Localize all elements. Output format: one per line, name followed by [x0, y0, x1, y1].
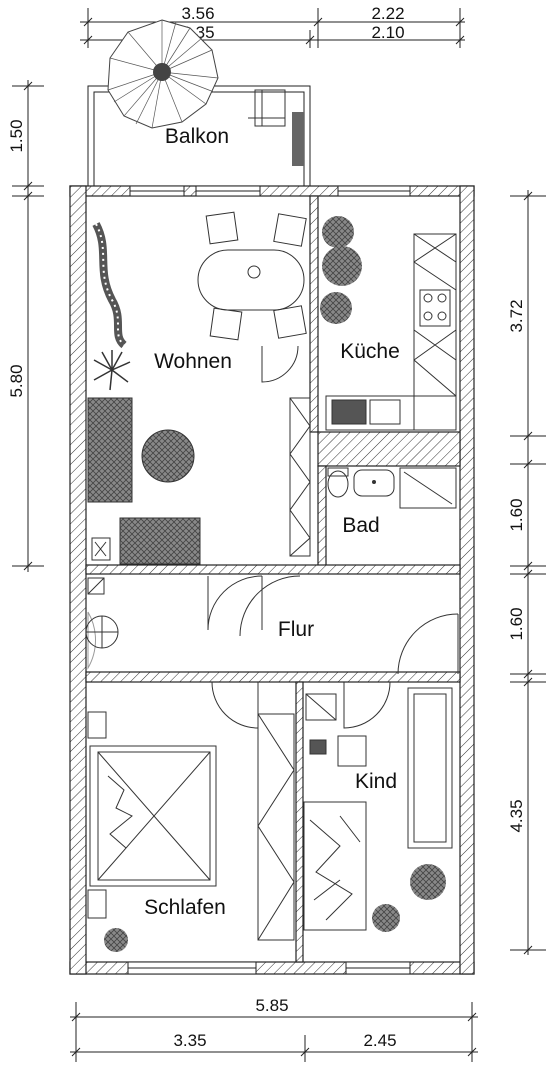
dim-right-kind: 4.35: [507, 799, 526, 832]
room-label-balkon: Balkon: [165, 125, 229, 148]
room-label-flur: Flur: [278, 618, 314, 641]
right-dimensions: 3.72 1.60 1.60 4.35: [507, 190, 546, 955]
dim-bottom-left: 3.35: [173, 1031, 206, 1050]
armchair-icon: [119, 517, 201, 565]
balkon-planter-icon: [292, 112, 304, 166]
balkon-plant-icon: [107, 19, 219, 129]
wohnen-area: Wohnen: [87, 211, 311, 565]
dim-bottom-total: 5.85: [255, 996, 288, 1015]
dim-top-inner-right: 2.10: [371, 23, 404, 42]
sink-icon: [331, 399, 401, 425]
window-schlafen: [127, 961, 257, 975]
room-label-wohnen: Wohnen: [154, 350, 232, 373]
kitchen-chair-icon: [320, 216, 362, 324]
walls: [69, 185, 475, 975]
desk-chair-icon: [309, 735, 367, 767]
bad-area: Bad: [327, 467, 457, 537]
nightstand-icon: [87, 711, 107, 919]
dim-left-wohnen: 5.80: [7, 364, 26, 397]
child-bed-icon: [303, 801, 367, 931]
dim-bottom-right: 2.45: [363, 1031, 396, 1050]
washbasin-icon: [353, 469, 395, 497]
dim-right-flur: 1.60: [507, 607, 526, 640]
balkon-area: Balkon: [87, 19, 311, 187]
kitchen-counter-icon: [325, 233, 457, 431]
dim-top-outer-right: 2.22: [371, 4, 404, 23]
window-wohnen-1: [129, 185, 185, 197]
curved-shelf-icon: [92, 222, 127, 349]
dim-left-balkon: 1.50: [7, 119, 26, 152]
coat-rack-icon: [85, 615, 119, 649]
sofa-icon: [87, 397, 133, 503]
schlafen-area: Schlafen: [87, 711, 295, 952]
kind-shelf-icon: [407, 687, 453, 849]
room-label-kueche: Küche: [340, 340, 400, 363]
left-dimensions: 1.50 5.80: [7, 80, 44, 572]
side-table-icon: [91, 537, 111, 561]
wardrobe-icon: [257, 713, 295, 941]
window-kind: [345, 961, 411, 975]
windows: [127, 185, 411, 975]
schlafen-plant-icon: [104, 928, 128, 952]
bed-icon: [89, 745, 217, 887]
doors: [87, 345, 459, 729]
shower-icon: [399, 467, 457, 509]
kind-area: Kind: [303, 687, 453, 932]
window-kueche: [337, 185, 411, 197]
kueche-area: Küche: [320, 216, 457, 431]
stove-icon: [419, 289, 451, 327]
kind-plant-icon: [372, 864, 446, 932]
flur-area: Flur: [85, 577, 314, 649]
rug-icon: [141, 429, 195, 483]
toilet-icon: [327, 467, 349, 498]
flur-cabinet-icon: [87, 577, 105, 595]
wohnen-cabinet-icon: [289, 397, 311, 557]
window-wohnen-2: [195, 185, 261, 197]
room-label-bad: Bad: [342, 514, 379, 537]
dim-right-bad: 1.60: [507, 498, 526, 531]
dim-top-outer-left: 3.56: [181, 4, 214, 23]
balkon-chair-icon: [248, 89, 286, 127]
plant-icon: [93, 350, 131, 391]
dining-chair-icon: [205, 211, 307, 341]
room-label-kind: Kind: [355, 770, 397, 793]
desk-icon: [305, 693, 337, 721]
bottom-dimensions: 5.85 3.35 2.45: [70, 996, 478, 1062]
dim-right-kueche: 3.72: [507, 299, 526, 332]
dining-table-icon: [197, 249, 305, 311]
room-label-schlafen: Schlafen: [144, 896, 226, 919]
